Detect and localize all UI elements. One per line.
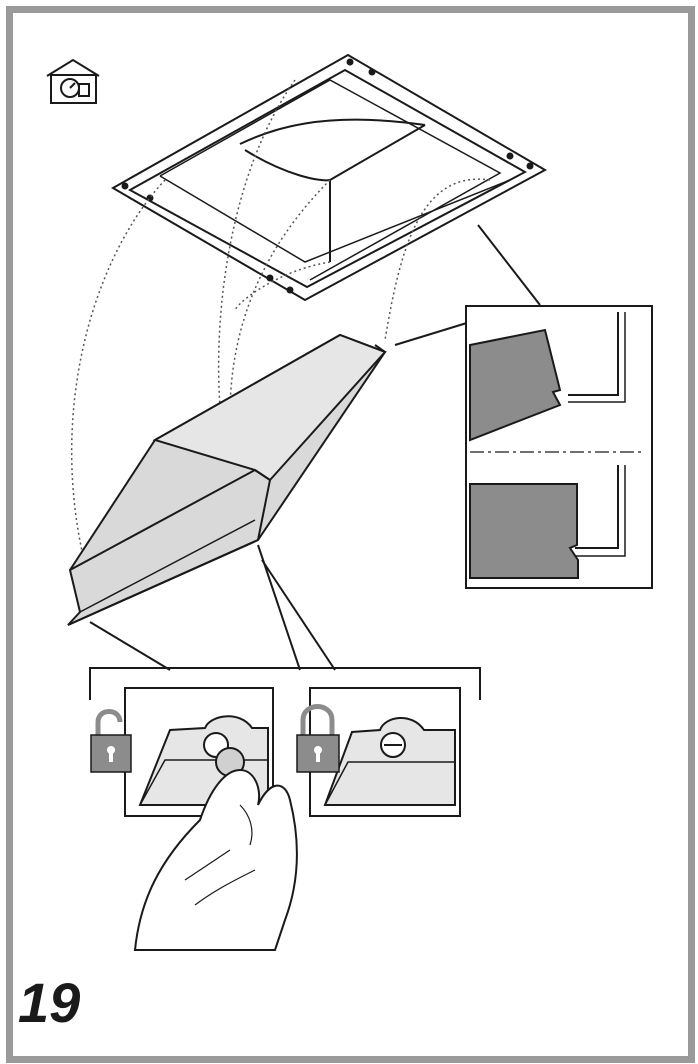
callout-lines [89, 224, 541, 671]
hand-illustration [133, 768, 298, 951]
grease-filter [67, 333, 387, 626]
step-number: 19 [18, 971, 81, 1034]
hood-body [110, 53, 548, 302]
rail-detail-box [465, 305, 653, 589]
home-installation-icon [46, 58, 100, 104]
padlock-open-icon [90, 709, 132, 773]
detail-bracket [89, 667, 481, 700]
padlock-closed-icon [296, 704, 340, 773]
